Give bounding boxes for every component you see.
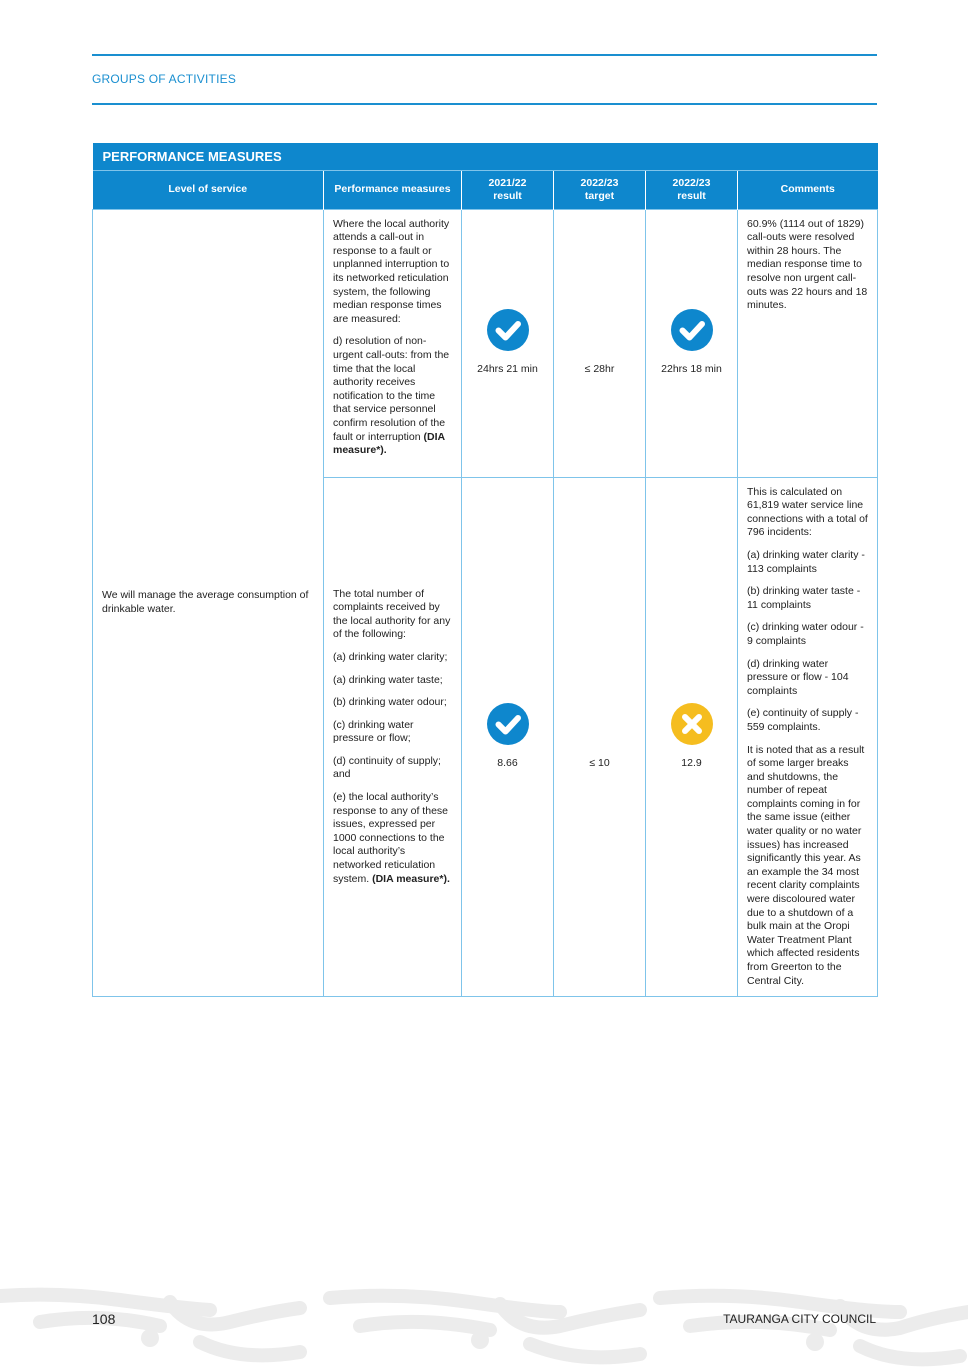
target-2022-23-cell: ≤ 10 bbox=[553, 476, 646, 998]
comment-paragraph: 60.9% (1114 out of 1829) call-outs were … bbox=[747, 217, 868, 312]
top-rule bbox=[92, 54, 877, 56]
check-icon bbox=[486, 309, 529, 352]
measure-text: (e) the local authority’s response to an… bbox=[333, 791, 448, 885]
measure-cell: The total number of complaints received … bbox=[323, 476, 462, 998]
header-line: result bbox=[493, 189, 522, 202]
comment-paragraph: It is noted that as a result of some lar… bbox=[747, 743, 865, 987]
section-label: GROUPS OF ACTIVITIES bbox=[92, 72, 237, 86]
target-value: ≤ 28hr bbox=[584, 363, 615, 376]
measure-paragraph: Where the local authority attends a call… bbox=[333, 217, 450, 325]
page-number: 108 bbox=[92, 1311, 116, 1327]
result-value: 8.66 bbox=[497, 757, 518, 770]
measure-paragraph: (a) drinking water clarity; bbox=[333, 650, 448, 663]
check-icon bbox=[670, 309, 713, 352]
performance-measures-table: PERFORMANCE MEASURES Level of service Pe… bbox=[92, 143, 878, 998]
comments-cell: This is calculated on 61,819 water servi… bbox=[737, 476, 878, 998]
comment-paragraph: (a) drinking water clarity - 113 complai… bbox=[747, 548, 865, 575]
result-2022-23-cell: 22hrs 18 min bbox=[645, 208, 738, 478]
result-value: 22hrs 18 min bbox=[661, 363, 722, 376]
target-value: ≤ 10 bbox=[589, 757, 610, 770]
measure-text: d) resolution of non-urgent call-outs: f… bbox=[333, 335, 450, 443]
comment-paragraph: (b) drinking water taste - 11 complaints bbox=[747, 585, 861, 611]
table-row: We will manage the average consumption o… bbox=[92, 208, 878, 998]
measure-paragraph: (e) the local authority’s response to an… bbox=[333, 791, 452, 886]
table-title: PERFORMANCE MEASURES bbox=[92, 143, 878, 171]
comment-paragraph: This is calculated on 61,819 water servi… bbox=[747, 485, 868, 539]
measure-paragraph: d) resolution of non-urgent call-outs: f… bbox=[333, 335, 452, 457]
organisation-name: TAURANGA CITY COUNCIL bbox=[723, 1312, 876, 1326]
level-of-service-cell: We will manage the average consumption o… bbox=[92, 208, 324, 998]
comment-paragraph: (c) drinking water odour - 9 complaints bbox=[747, 621, 864, 647]
check-icon bbox=[486, 703, 529, 746]
dia-measure-label: (DIA measure*). bbox=[333, 430, 445, 457]
result-2021-22-cell: 24hrs 21 min bbox=[461, 208, 554, 478]
measure-paragraph: (d) continuity of supply; and bbox=[333, 754, 441, 781]
table-row: The total number of complaints received … bbox=[93, 476, 878, 998]
column-header-level-of-service: Level of service bbox=[92, 170, 324, 210]
dia-measure-label: (DIA measure*). bbox=[372, 872, 450, 885]
comment-paragraph: (e) continuity of supply - 559 complaint… bbox=[747, 707, 859, 733]
result-2021-22-cell: 8.66 bbox=[461, 476, 554, 998]
footer-pattern-graphic bbox=[0, 1287, 968, 1367]
measure-paragraph: The total number of complaints received … bbox=[333, 587, 451, 641]
comment-paragraph: (d) drinking water pressure or flow - 10… bbox=[747, 657, 849, 697]
header-line: 2022/23 bbox=[580, 176, 619, 189]
measure-paragraph: (c) drinking water pressure or flow; bbox=[333, 718, 414, 745]
header-line: 2021/22 bbox=[488, 176, 527, 189]
header-line: 2022/23 bbox=[672, 176, 711, 189]
column-header-performance-measures: Performance measures bbox=[323, 170, 462, 210]
header-line: target bbox=[584, 189, 615, 202]
cross-icon bbox=[670, 703, 713, 746]
target-2022-23-cell: ≤ 28hr bbox=[553, 208, 646, 478]
measure-paragraph: (a) drinking water taste; bbox=[333, 673, 443, 686]
comments-cell: 60.9% (1114 out of 1829) call-outs were … bbox=[737, 208, 878, 478]
result-value: 12.9 bbox=[681, 757, 702, 770]
header-line: result bbox=[677, 189, 706, 202]
column-header-comments: Comments bbox=[737, 170, 878, 210]
result-2022-23-cell: 12.9 bbox=[645, 476, 738, 998]
section-rule bbox=[92, 103, 877, 105]
measure-paragraph: (b) drinking water odour; bbox=[333, 696, 447, 709]
result-value: 24hrs 21 min bbox=[477, 363, 538, 376]
measure-cell: Where the local authority attends a call… bbox=[323, 208, 462, 478]
